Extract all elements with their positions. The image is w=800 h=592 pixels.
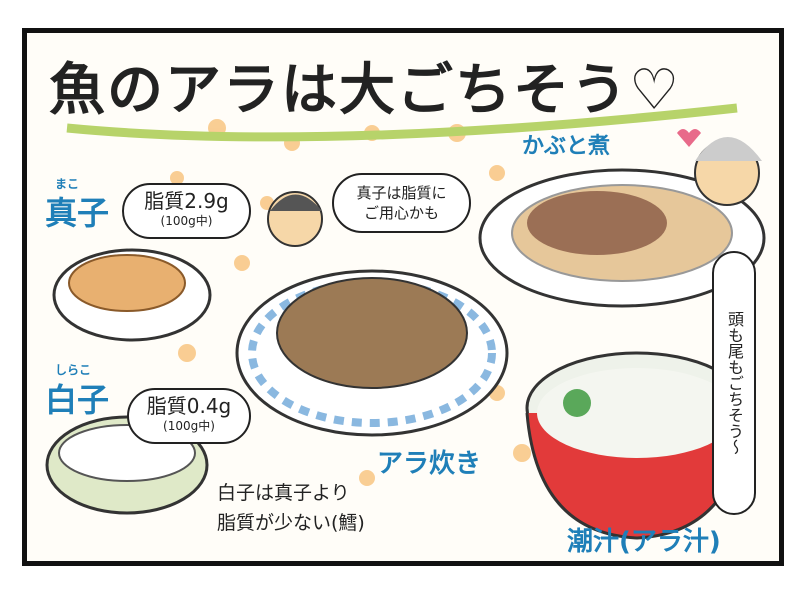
- shirako-fat-bubble: 脂質0.4g (100g中): [127, 388, 251, 444]
- caution-line-1: 真子は脂質に: [356, 184, 447, 202]
- mako-label: 真子: [45, 194, 110, 232]
- aradaki-plate: [235, 269, 509, 437]
- grandma-face-icon: [677, 129, 762, 206]
- shirako-label: 白子: [45, 381, 110, 419]
- note-line-2: 脂質が少ない(鱈): [217, 512, 365, 534]
- caution-line-2: ご用心かも: [363, 204, 439, 222]
- mako-bowl: [52, 248, 212, 342]
- note-text: 白子は真子より 脂質が少ない(鱈): [217, 478, 365, 538]
- shirako-fat: 脂質0.4g: [146, 394, 232, 418]
- kabutoni-label: かぶと煮: [522, 134, 611, 159]
- mako-ruby: まこ: [55, 177, 80, 191]
- grandma-bubble: 頭も尾もごちそう〜: [712, 251, 756, 515]
- mako-fat-bubble: 脂質2.9g (100g中): [122, 183, 251, 239]
- page-title: 魚のアラは大ごちそう♡: [49, 58, 682, 123]
- shirako-per: (100g中): [163, 419, 215, 433]
- caution-bubble: 真子は脂質に ご用心かも: [332, 173, 471, 233]
- note-line-1: 白子は真子より: [217, 482, 350, 504]
- kabutoni-plate: [478, 168, 766, 308]
- mako-fat: 脂質2.9g: [144, 189, 229, 213]
- illustration: [45, 103, 766, 540]
- comic-panel: 魚のアラは大ごちそう♡ まこ 真子 しらこ 白子 かぶと煮 アラ炊き 潮汁(アラ…: [22, 28, 784, 566]
- man-face-icon: [267, 191, 323, 247]
- shirako-ruby: しらこ: [55, 363, 92, 377]
- title-underline: [66, 103, 738, 142]
- mako-per: (100g中): [160, 214, 213, 228]
- ushiojiru-label: 潮汁(アラ汁): [567, 527, 721, 557]
- ushiojiru-bowl: [525, 351, 749, 540]
- aradaki-label: アラ炊き: [377, 449, 482, 479]
